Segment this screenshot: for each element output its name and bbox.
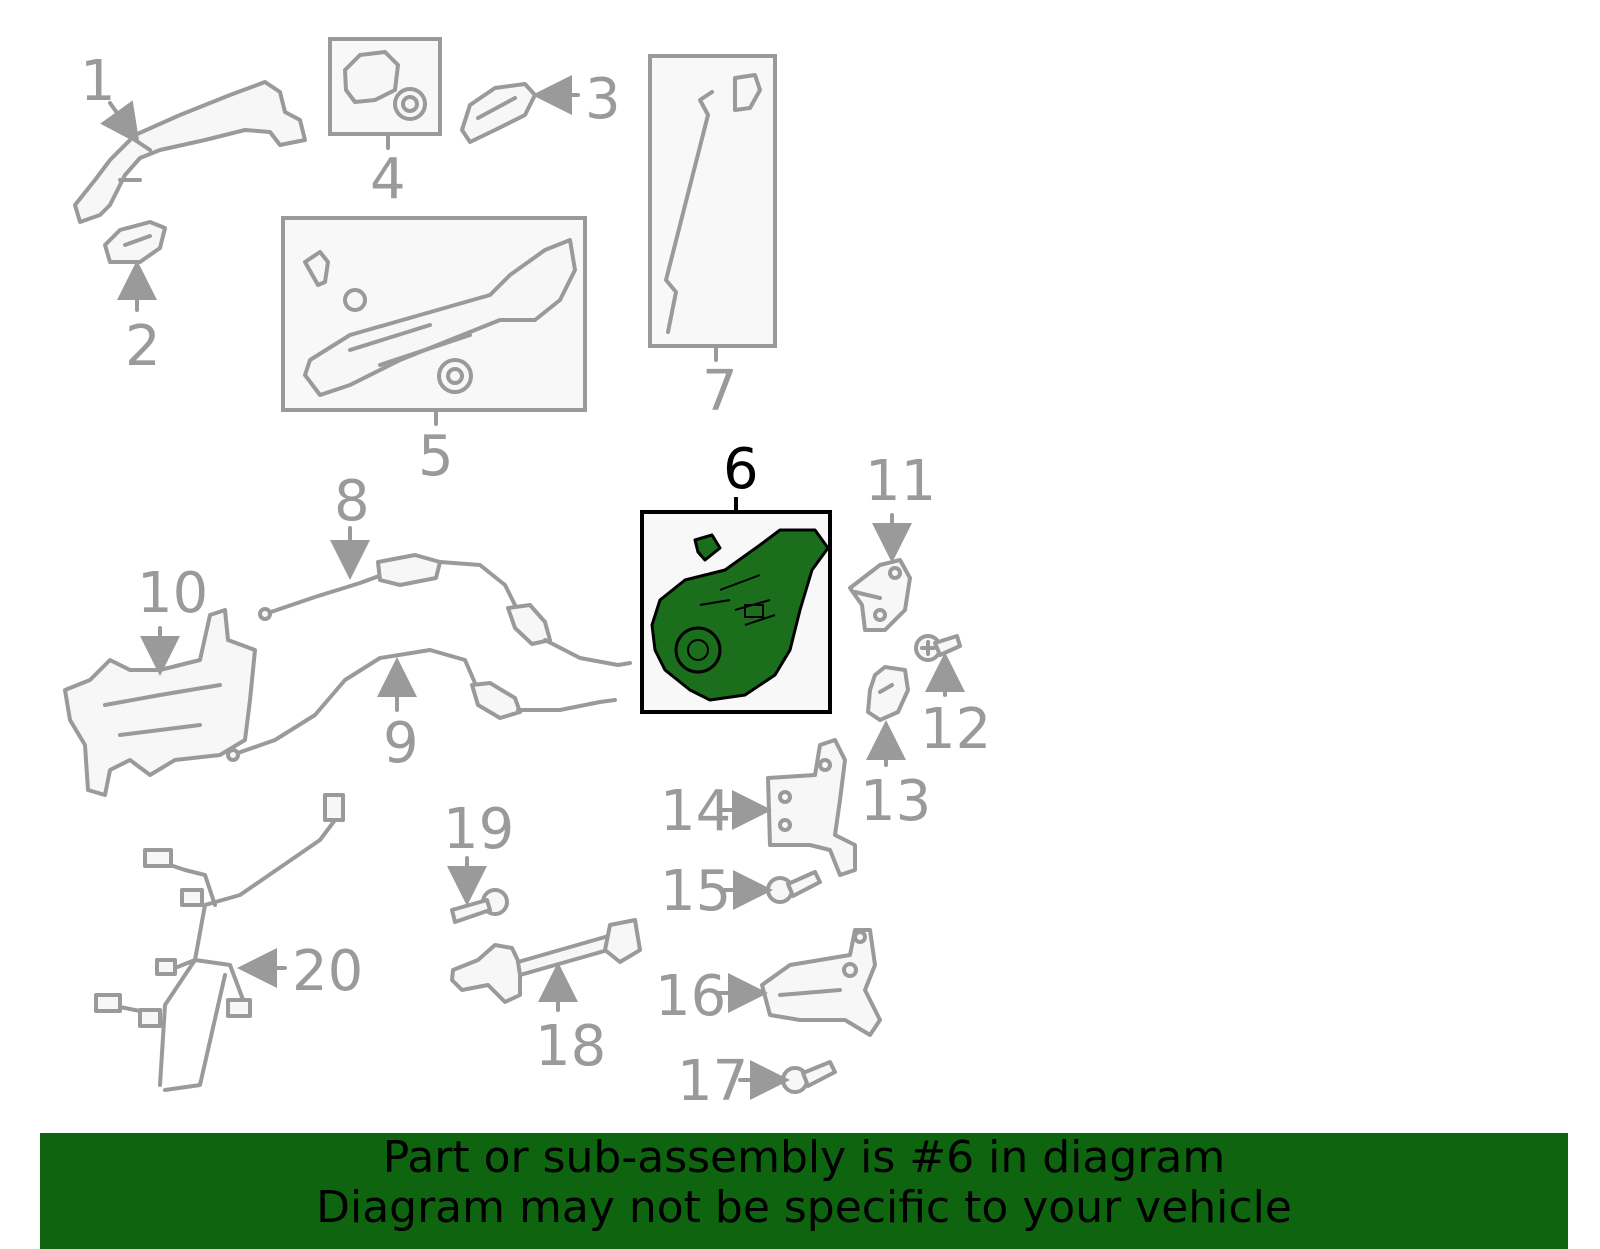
callout-11: 11	[865, 449, 936, 514]
part-18-door-check	[450, 918, 642, 1004]
part-8-cable	[258, 553, 632, 667]
part-17-bolt	[781, 1060, 837, 1094]
banner-line-2: Diagram may not be specific to your vehi…	[316, 1182, 1292, 1233]
callout-17: 17	[677, 1049, 748, 1114]
callout-20: 20	[292, 939, 363, 1004]
callout-3: 3	[585, 67, 621, 132]
callout-19: 19	[443, 797, 514, 862]
part-3-gasket	[460, 82, 537, 144]
callout-5: 5	[418, 424, 454, 489]
callout-14: 14	[660, 779, 731, 844]
part-11-striker	[848, 558, 912, 632]
part-12-screw	[914, 634, 962, 662]
callout-12: 12	[920, 697, 991, 762]
part-13-striker-gasket	[866, 665, 910, 722]
callout-8: 8	[334, 469, 370, 534]
info-banner: Part or sub-assembly is #6 in diagram Di…	[40, 1133, 1568, 1249]
callout-16: 16	[655, 964, 726, 1029]
callout-7: 7	[702, 359, 738, 424]
part-16-lower-hinge	[760, 928, 882, 1037]
part-9-cable	[226, 648, 617, 762]
callout-15: 15	[660, 859, 731, 924]
callout-1: 1	[80, 49, 116, 114]
part-19-bolt	[450, 888, 509, 924]
callout-10: 10	[137, 561, 208, 626]
callout-18: 18	[535, 1014, 606, 1079]
banner-line-1: Part or sub-assembly is #6 in diagram	[382, 1132, 1226, 1183]
callout-6: 6	[723, 437, 759, 502]
part-7-lock-rod	[664, 73, 762, 334]
part-2-gasket	[103, 220, 167, 264]
part-15-bolt	[766, 870, 822, 904]
part-14-upper-hinge	[766, 738, 857, 877]
part-6-door-latch-assembly	[650, 528, 830, 702]
part-5-handle-bracket	[303, 238, 577, 397]
callout-13: 13	[860, 769, 931, 834]
callout-2: 2	[125, 314, 161, 379]
part-4-lock-cylinder	[343, 50, 427, 121]
callout-4: 4	[370, 147, 406, 212]
callout-9: 9	[383, 711, 419, 776]
